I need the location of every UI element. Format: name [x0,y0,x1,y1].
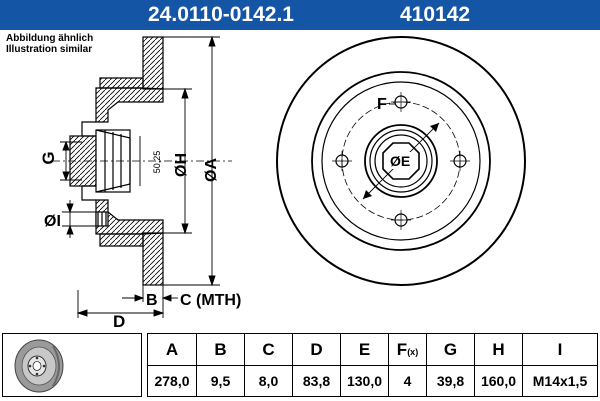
disc-thumbnail-icon [14,339,64,393]
header-f-suffix: (x) [407,346,419,357]
header-c: C [244,333,293,366]
value-a: 278,0 [147,365,197,397]
header-e: E [340,333,389,366]
label-g: G [39,151,58,164]
value-h: 160,0 [474,365,523,397]
header-d: D [292,333,341,366]
header-g: G [426,333,475,366]
label-bore: 50,25 [152,151,162,174]
value-b: 9,5 [196,365,245,397]
hub-ring-mid [369,129,433,193]
note-line-en: Illustration similar [6,44,93,55]
header-f-letter: F [396,339,408,359]
value-g: 39,8 [426,365,475,397]
product-thumbnail [2,333,142,397]
outer-edge [276,36,526,286]
article-code: 410142 [400,3,471,26]
note-line-de: Abbildung ähnlich [6,33,94,44]
technical-drawing: ØA ØH G ØI D B C (MTH) 50,25 [39,35,526,330]
spec-table-value-row: 278,0 9,5 8,0 83,8 130,0 4 39,8 160,0 M1… [147,365,598,397]
friction-ring-bottom [142,232,164,286]
label-b: B [146,292,158,309]
label-a: ØA [203,158,220,182]
illustration-note: Abbildung ähnlich Illustration similar [6,33,93,55]
spec-table: A B C D E F(x) G H I 278,0 9,5 8,0 83,8 … [147,333,598,397]
value-f: 4 [388,365,427,397]
label-c: C (MTH) [180,292,241,309]
hat-edge [321,81,481,241]
hub-body-top [95,87,164,123]
header-b: B [196,333,245,366]
hub-ring-inner [374,134,428,188]
label-e: ØE [390,153,410,169]
label-f: F [377,96,387,113]
value-c: 8,0 [244,365,293,397]
label-i: ØI [44,213,61,230]
friction-inner-edge [311,71,491,251]
header-a: A [147,333,197,366]
value-d: 83,8 [292,365,341,397]
header-h: H [474,333,523,366]
header-bar: 24.0110-0142.1 410142 [0,0,600,30]
header-i: I [522,333,598,366]
value-e: 130,0 [340,365,389,397]
friction-ring-top [142,36,164,90]
center-bore [382,142,420,180]
spec-table-header-row: A B C D E F(x) G H I [147,333,598,366]
dimension-lines [60,35,220,318]
hub-ring-outer [364,124,438,198]
value-i: M14x1,5 [522,365,598,397]
disc-cross-section [69,36,164,286]
label-h: ØH [173,153,190,177]
part-number: 24.0110-0142.1 [148,3,294,26]
header-f: F(x) [388,333,427,366]
label-d: D [113,312,125,330]
